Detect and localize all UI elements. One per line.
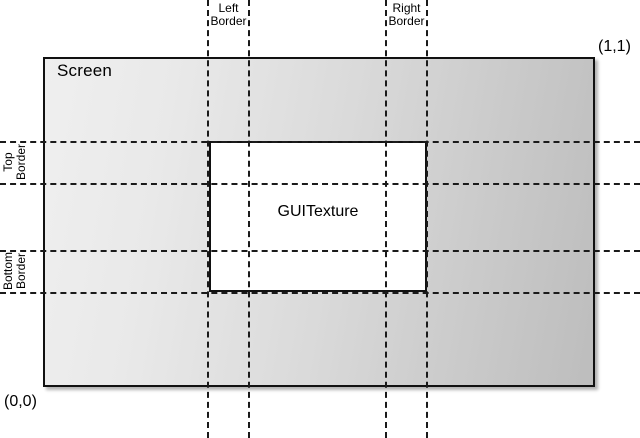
guide-line-left-border-inner (248, 0, 250, 438)
guide-line-top-border-outer (0, 141, 640, 143)
guide-line-right-border-inner (385, 0, 387, 438)
label-left-border-line1: Left (218, 1, 239, 15)
label-left-border: Left Border (207, 2, 250, 28)
guide-line-bottom-border-outer (0, 292, 640, 294)
guide-line-left-border-outer (207, 0, 209, 438)
label-right-border-line1: Right (392, 1, 421, 15)
label-right-border: Right Border (385, 2, 428, 28)
label-right-border-line2: Border (388, 14, 425, 28)
label-bottom-border-line2: Border (14, 252, 28, 290)
guitexture-label: GUITexture (277, 203, 359, 220)
label-left-border-line2: Border (210, 14, 247, 28)
label-bottom-border: Bottom Border (1, 250, 28, 292)
coordinate-label-top-right: (1,1) (598, 38, 631, 55)
guitexture-rectangle (209, 141, 427, 292)
screen-label: Screen (57, 61, 113, 80)
guide-line-bottom-border-inner (0, 250, 640, 252)
coordinate-label-bottom-left: (0,0) (4, 393, 37, 410)
guide-line-right-border-outer (426, 0, 428, 438)
label-top-border: Top Border (1, 141, 28, 183)
label-top-border-line2: Border (14, 143, 28, 181)
guide-line-top-border-inner (0, 183, 640, 185)
